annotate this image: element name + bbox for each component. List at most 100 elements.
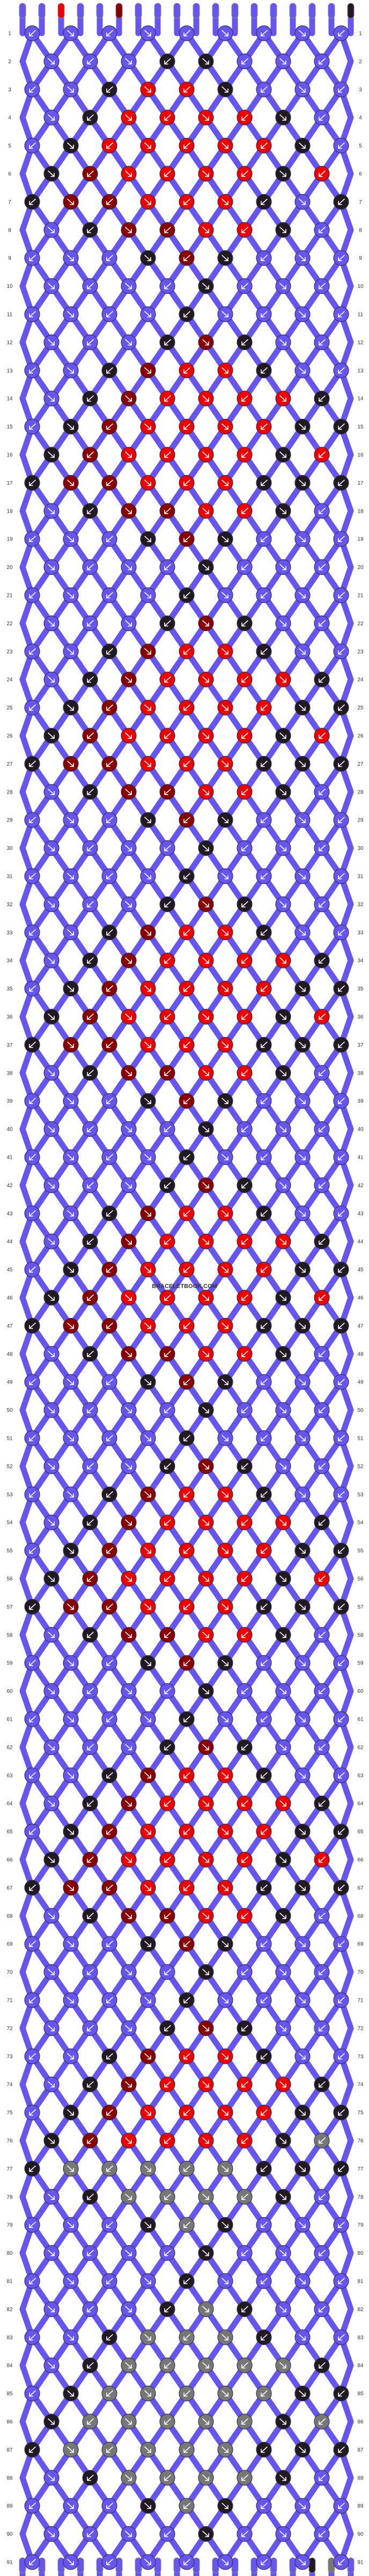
knot-r54-k2[interactable] <box>82 1514 98 1530</box>
knot-r33-k7[interactable] <box>256 924 272 941</box>
knot-r2-k1[interactable] <box>43 53 60 70</box>
knot-r33-k3[interactable] <box>101 924 117 941</box>
knot-r74-k6[interactable] <box>237 2076 253 2092</box>
knot-r61-k2[interactable] <box>63 1711 79 1727</box>
knot-r87-k4[interactable] <box>140 2441 156 2457</box>
knot-r2-k7[interactable] <box>275 53 291 70</box>
knot-r17-k7[interactable] <box>256 475 272 491</box>
knot-r69-k8[interactable] <box>294 1936 311 1952</box>
knot-r27-k4[interactable] <box>140 756 156 772</box>
knot-r33-k5[interactable] <box>179 924 195 941</box>
knot-r10-k7[interactable] <box>275 278 291 294</box>
knot-r50-k6[interactable] <box>237 1402 253 1418</box>
knot-r11-k4[interactable] <box>140 306 156 322</box>
knot-r31-k5[interactable] <box>179 868 195 884</box>
knot-r60-k6[interactable] <box>237 1683 253 1699</box>
knot-r75-k7[interactable] <box>256 2105 272 2121</box>
knot-r39-k5[interactable] <box>179 1093 195 1109</box>
knot-r48-k3[interactable] <box>121 1346 137 1362</box>
knot-r21-k5[interactable] <box>179 587 195 603</box>
knot-r64-k8[interactable] <box>314 1795 330 1811</box>
knot-r89-k6[interactable] <box>217 2498 233 2514</box>
knot-r23-k1[interactable] <box>24 643 40 660</box>
knot-r80-k4[interactable] <box>159 2245 175 2261</box>
knot-r15-k1[interactable] <box>24 418 40 435</box>
knot-r45-k1[interactable] <box>24 1262 40 1278</box>
knot-r29-k8[interactable] <box>294 812 311 828</box>
knot-r12-k7[interactable] <box>275 334 291 351</box>
knot-r19-k5[interactable] <box>179 531 195 547</box>
knot-r77-k9[interactable] <box>333 2160 349 2177</box>
knot-r4-k4[interactable] <box>159 109 175 125</box>
knot-r87-k2[interactable] <box>63 2441 79 2457</box>
knot-r39-k8[interactable] <box>294 1093 311 1109</box>
knot-r28-k2[interactable] <box>82 784 98 800</box>
knot-r89-k2[interactable] <box>63 2498 79 2514</box>
knot-r1-k7[interactable] <box>256 25 272 41</box>
knot-r78-k5[interactable] <box>198 2189 214 2205</box>
knot-r36-k5[interactable] <box>198 1009 214 1025</box>
knot-r79-k2[interactable] <box>63 2217 79 2233</box>
knot-r11-k7[interactable] <box>256 306 272 322</box>
knot-r19-k8[interactable] <box>294 531 311 547</box>
knot-r86-k6[interactable] <box>237 2414 253 2430</box>
knot-r13-k5[interactable] <box>179 362 195 379</box>
knot-r85-k9[interactable] <box>333 2386 349 2402</box>
knot-r1-k9[interactable] <box>333 25 349 41</box>
knot-r65-k9[interactable] <box>333 1824 349 1840</box>
knot-r79-k5[interactable] <box>179 2217 195 2233</box>
knot-r72-k5[interactable] <box>198 2020 214 2036</box>
knot-r64-k5[interactable] <box>198 1795 214 1811</box>
knot-r62-k4[interactable] <box>159 1739 175 1755</box>
knot-r48-k7[interactable] <box>275 1346 291 1362</box>
knot-r10-k8[interactable] <box>314 278 330 294</box>
knot-r20-k5[interactable] <box>198 559 214 575</box>
knot-r84-k7[interactable] <box>275 2357 291 2373</box>
knot-r78-k8[interactable] <box>314 2189 330 2205</box>
knot-r32-k5[interactable] <box>198 896 214 913</box>
knot-r81-k2[interactable] <box>63 2273 79 2289</box>
knot-r91-k5[interactable] <box>179 2554 195 2570</box>
knot-r13-k9[interactable] <box>333 362 349 379</box>
knot-r6-k7[interactable] <box>275 166 291 182</box>
knot-r11-k5[interactable] <box>179 306 195 322</box>
knot-r91-k6[interactable] <box>217 2554 233 2570</box>
knot-r4-k7[interactable] <box>275 109 291 125</box>
knot-r21-k8[interactable] <box>294 587 311 603</box>
knot-r90-k5[interactable] <box>198 2526 214 2542</box>
knot-r11-k3[interactable] <box>101 306 117 322</box>
knot-r6-k6[interactable] <box>237 166 253 182</box>
knot-r52-k1[interactable] <box>43 1458 60 1474</box>
knot-r15-k2[interactable] <box>63 418 79 435</box>
knot-r31-k1[interactable] <box>24 868 40 884</box>
knot-r37-k8[interactable] <box>294 1037 311 1053</box>
knot-r7-k6[interactable] <box>217 194 233 210</box>
knot-r80-k1[interactable] <box>43 2245 60 2261</box>
knot-r41-k5[interactable] <box>179 1149 195 1165</box>
knot-r25-k7[interactable] <box>256 699 272 716</box>
knot-r60-k5[interactable] <box>198 1683 214 1699</box>
knot-r22-k4[interactable] <box>159 615 175 632</box>
knot-r50-k4[interactable] <box>159 1402 175 1418</box>
knot-r51-k8[interactable] <box>294 1430 311 1446</box>
knot-r84-k3[interactable] <box>121 2357 137 2373</box>
knot-r32-k1[interactable] <box>43 896 60 913</box>
knot-r17-k6[interactable] <box>217 475 233 491</box>
knot-r20-k8[interactable] <box>314 559 330 575</box>
knot-r89-k9[interactable] <box>333 2498 349 2514</box>
knot-r63-k3[interactable] <box>101 1767 117 1783</box>
knot-r75-k3[interactable] <box>101 2105 117 2121</box>
knot-r30-k5[interactable] <box>198 840 214 856</box>
knot-r33-k2[interactable] <box>63 924 79 941</box>
knot-r14-k5[interactable] <box>198 390 214 406</box>
knot-r21-k4[interactable] <box>140 587 156 603</box>
knot-r64-k2[interactable] <box>82 1795 98 1811</box>
knot-r62-k8[interactable] <box>314 1739 330 1755</box>
knot-r82-k2[interactable] <box>82 2301 98 2317</box>
knot-r66-k8[interactable] <box>314 1852 330 1868</box>
knot-r61-k3[interactable] <box>101 1711 117 1727</box>
knot-r86-k1[interactable] <box>43 2414 60 2430</box>
knot-r26-k3[interactable] <box>121 728 137 744</box>
knot-r7-k5[interactable] <box>179 194 195 210</box>
knot-r66-k7[interactable] <box>275 1852 291 1868</box>
